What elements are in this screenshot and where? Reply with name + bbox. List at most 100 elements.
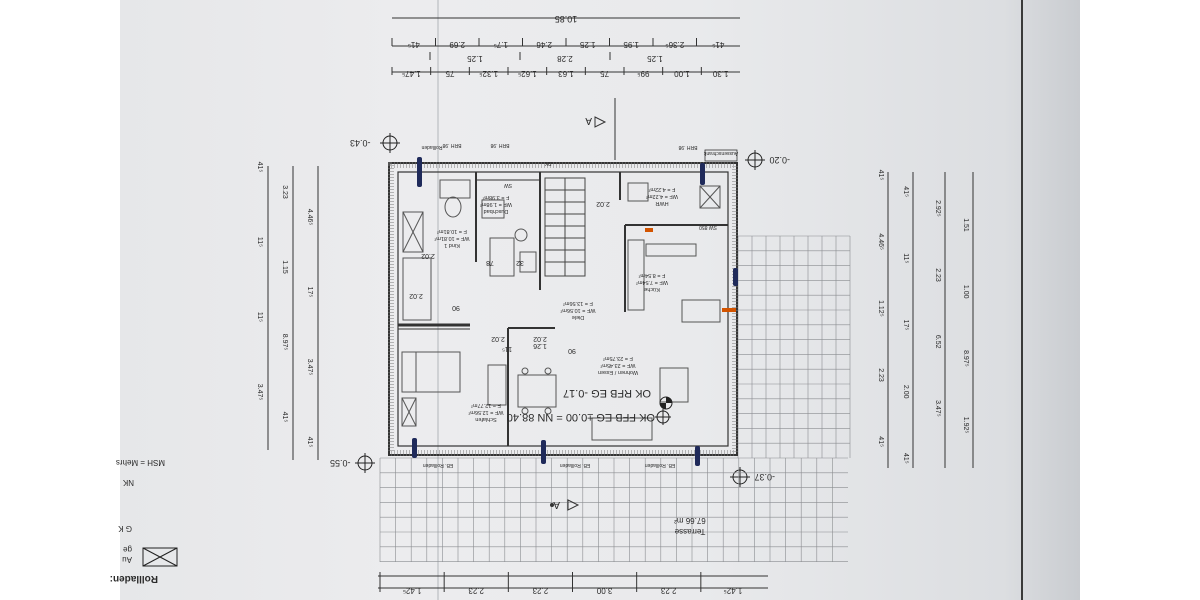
legend-gk: G K <box>118 524 132 533</box>
dimension-label: 41⁵ <box>902 453 909 464</box>
dimension-label: 3.47⁵ <box>306 359 313 376</box>
room-area-wf: WF = 23.45m² <box>600 362 635 368</box>
interior-dimension: 90 <box>452 304 460 311</box>
reference-point-2 <box>655 409 671 425</box>
window-tag: Rollladen <box>421 144 442 150</box>
room-name: Duschbad <box>484 208 509 214</box>
dimension-label: 1.7⁵ <box>494 40 508 49</box>
dimension-label: 2.00 <box>902 385 909 399</box>
room-area-f: F = 13.56m² <box>563 300 593 306</box>
terrace-label: Terrasse <box>674 527 705 536</box>
orange-markers <box>645 228 736 312</box>
left-dimension-lines <box>267 166 319 460</box>
room-area-f: F = 8.54m² <box>638 272 665 278</box>
section-marker-top: A <box>585 98 616 160</box>
reference-point-1 <box>659 396 673 410</box>
dimension-label: 2.23 <box>532 586 548 595</box>
dimension-label: 41⁵ <box>877 170 884 181</box>
room-area-f: F = 12.77m² <box>471 402 501 408</box>
window-markers <box>412 157 738 466</box>
window-tag: EB. Rollladen <box>560 462 591 468</box>
ok-rfb-label: OK RFB EG -0.17 <box>563 387 651 399</box>
paper-sheet <box>120 0 1080 600</box>
window-tag: DK <box>544 160 552 166</box>
room-area-wf: WF = 10.81m² <box>434 235 469 241</box>
window-tag: EB. Rollladen <box>423 462 454 468</box>
room-area-f: F = 3.98m² <box>482 194 509 200</box>
dimension-label: 4.46⁵ <box>306 209 313 226</box>
dimension-label: 1.42⁵ <box>403 586 422 595</box>
interior-dimension: 2.02 <box>409 292 423 299</box>
dimension-label: 17⁵ <box>902 320 909 331</box>
left-background <box>0 0 120 600</box>
interior-dimension: 2.02 <box>421 252 435 259</box>
level-label-se: -0.37 <box>754 472 775 482</box>
dimension-label: 41⁵ <box>306 437 313 448</box>
dimension-label: 1.00 <box>962 285 969 299</box>
dimension-label: 41⁵ <box>256 162 263 173</box>
dimension-label: 1.47⁵ <box>402 69 421 78</box>
dimension-label: 2.69 <box>449 40 465 49</box>
level-marker-nw: -0.43 <box>350 133 400 153</box>
room-area-wf: WF = 4.22m² <box>646 193 678 199</box>
interior-dimension: 2.02 <box>533 335 547 342</box>
staircase <box>544 177 586 277</box>
dimension-label: 2.92⁵ <box>934 200 941 217</box>
interior-dimension: 11⁵ <box>502 345 512 352</box>
room-name: Kind 1 <box>444 242 460 248</box>
dimension-label: 3.47⁵ <box>256 384 263 401</box>
dimension-label: 17⁵ <box>306 287 313 298</box>
room-area-f: F = 10.81m² <box>437 228 467 234</box>
level-label-sw: -0.55 <box>330 458 351 468</box>
legend-nk: NK <box>122 478 134 487</box>
dimension-label: 11⁵ <box>256 237 263 247</box>
legend-title: Rollladen: <box>110 573 158 584</box>
dimension-label: 1.92⁵ <box>962 417 969 434</box>
overall-width-label: 10.85 <box>555 14 578 24</box>
room-name: Schlafen <box>475 416 496 422</box>
dimension-label: 2.23 <box>934 268 941 282</box>
dimension-label: 2.23 <box>660 586 676 595</box>
dimension-label: 6.52 <box>934 335 941 349</box>
dimension-label: 1.32⁵ <box>479 69 498 78</box>
window-tag: BRH .98 <box>678 144 697 150</box>
dimension-label: 2.23 <box>468 586 484 595</box>
dimension-label: 1.51 <box>962 218 969 232</box>
interior-dimension: 32 <box>516 259 524 266</box>
dimension-label: 4.46⁵ <box>877 233 884 250</box>
sw-label: SW <box>504 182 512 188</box>
interior-dimension: 1.26 <box>533 342 547 349</box>
dimension-label: 2.46 <box>536 40 552 49</box>
legend-line-1: Au <box>122 555 132 564</box>
dimension-label: 41⁵ <box>408 40 420 49</box>
window-tag: EB. Rollladen <box>645 462 676 468</box>
room-name: HWR <box>655 200 668 206</box>
terrace-grid <box>379 235 851 562</box>
left-dimension-labels: 41⁵3.234.46⁵11⁵1.1517⁵11⁵8.97⁵3.47⁵3.47⁵… <box>256 162 313 448</box>
room-area-wf: WF = 12.56m² <box>468 409 503 415</box>
terrace-area: 67.66 m² <box>674 516 706 525</box>
level-marker-se: -0.37 <box>730 467 775 487</box>
level-label-nw: -0.43 <box>350 138 371 148</box>
section-label-top: A <box>585 115 592 126</box>
dimension-label: 1.62⁵ <box>518 69 537 78</box>
legend-box: Rollladen: Au ge G K NK MSH = Mehrs <box>110 458 178 584</box>
dimension-label: 2.28 <box>557 54 573 63</box>
dimension-label: 2.23 <box>877 368 884 382</box>
window-tag: BRH .98 <box>442 142 461 148</box>
dimension-label: 8.97⁵ <box>962 350 969 367</box>
dimension-label: 2.36⁵ <box>665 40 684 49</box>
room-area-wf: WF = 7.54m² <box>636 279 668 285</box>
level-label-ne: -0.20 <box>769 155 790 165</box>
room-area-f: F = 4.22m² <box>648 186 675 192</box>
sw-label: SW 850 <box>699 224 717 230</box>
aussenschrank-box: Aussenschrank <box>703 149 738 162</box>
dimension-label: 75 <box>445 69 454 78</box>
room-area-wf: WF = 10.56m² <box>560 307 595 313</box>
level-marker-ne: -0.20 <box>745 150 790 170</box>
dimension-label: 3.23 <box>281 185 288 199</box>
